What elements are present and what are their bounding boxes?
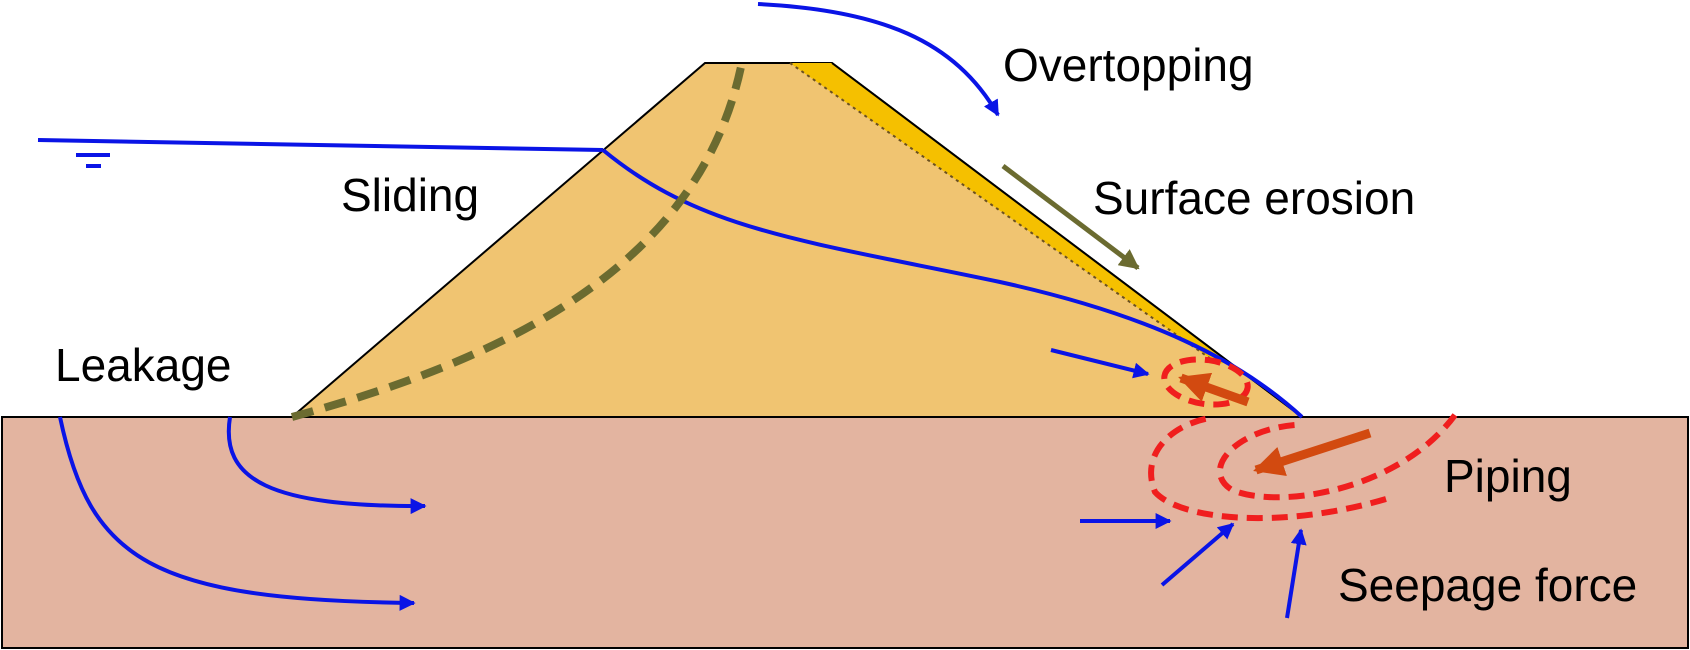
piping-zone-inner [1217,413,1458,501]
reservoir-water-line [37,138,604,152]
eroded-surface-layer [790,63,1230,364]
piping-zone-upper [1161,356,1251,408]
label-sliding: Sliding [341,169,479,221]
overtopping-arrow [757,2,1000,117]
seepage-arrow-slope [1050,348,1150,379]
embankment-downstream-edge [831,62,1303,418]
seepage-arrow-diagonal [1160,522,1235,587]
label-overtopping: Overtopping [1003,39,1254,91]
piping-arrow-upper [1178,372,1250,407]
foundation-ground [1,416,1689,649]
seepage-arrow-vertical [1285,528,1307,619]
slip-surface-line [290,61,746,421]
piping-arrow-lower [1253,428,1372,477]
leakage-arrow-lower [58,416,416,611]
label-surface-erosion: Surface erosion [1093,172,1415,224]
label-seepage-force: Seepage force [1338,559,1637,611]
piping-zone-outer [1148,415,1387,522]
label-leakage: Leakage [55,339,232,391]
surface-erosion-arrow [1001,164,1140,270]
water-level-symbol-icon [76,153,110,168]
leakage-arrow-upper [226,416,427,515]
phreatic-line [601,148,1304,419]
label-piping: Piping [1444,450,1572,502]
erosion-dotted-line [789,62,1219,365]
